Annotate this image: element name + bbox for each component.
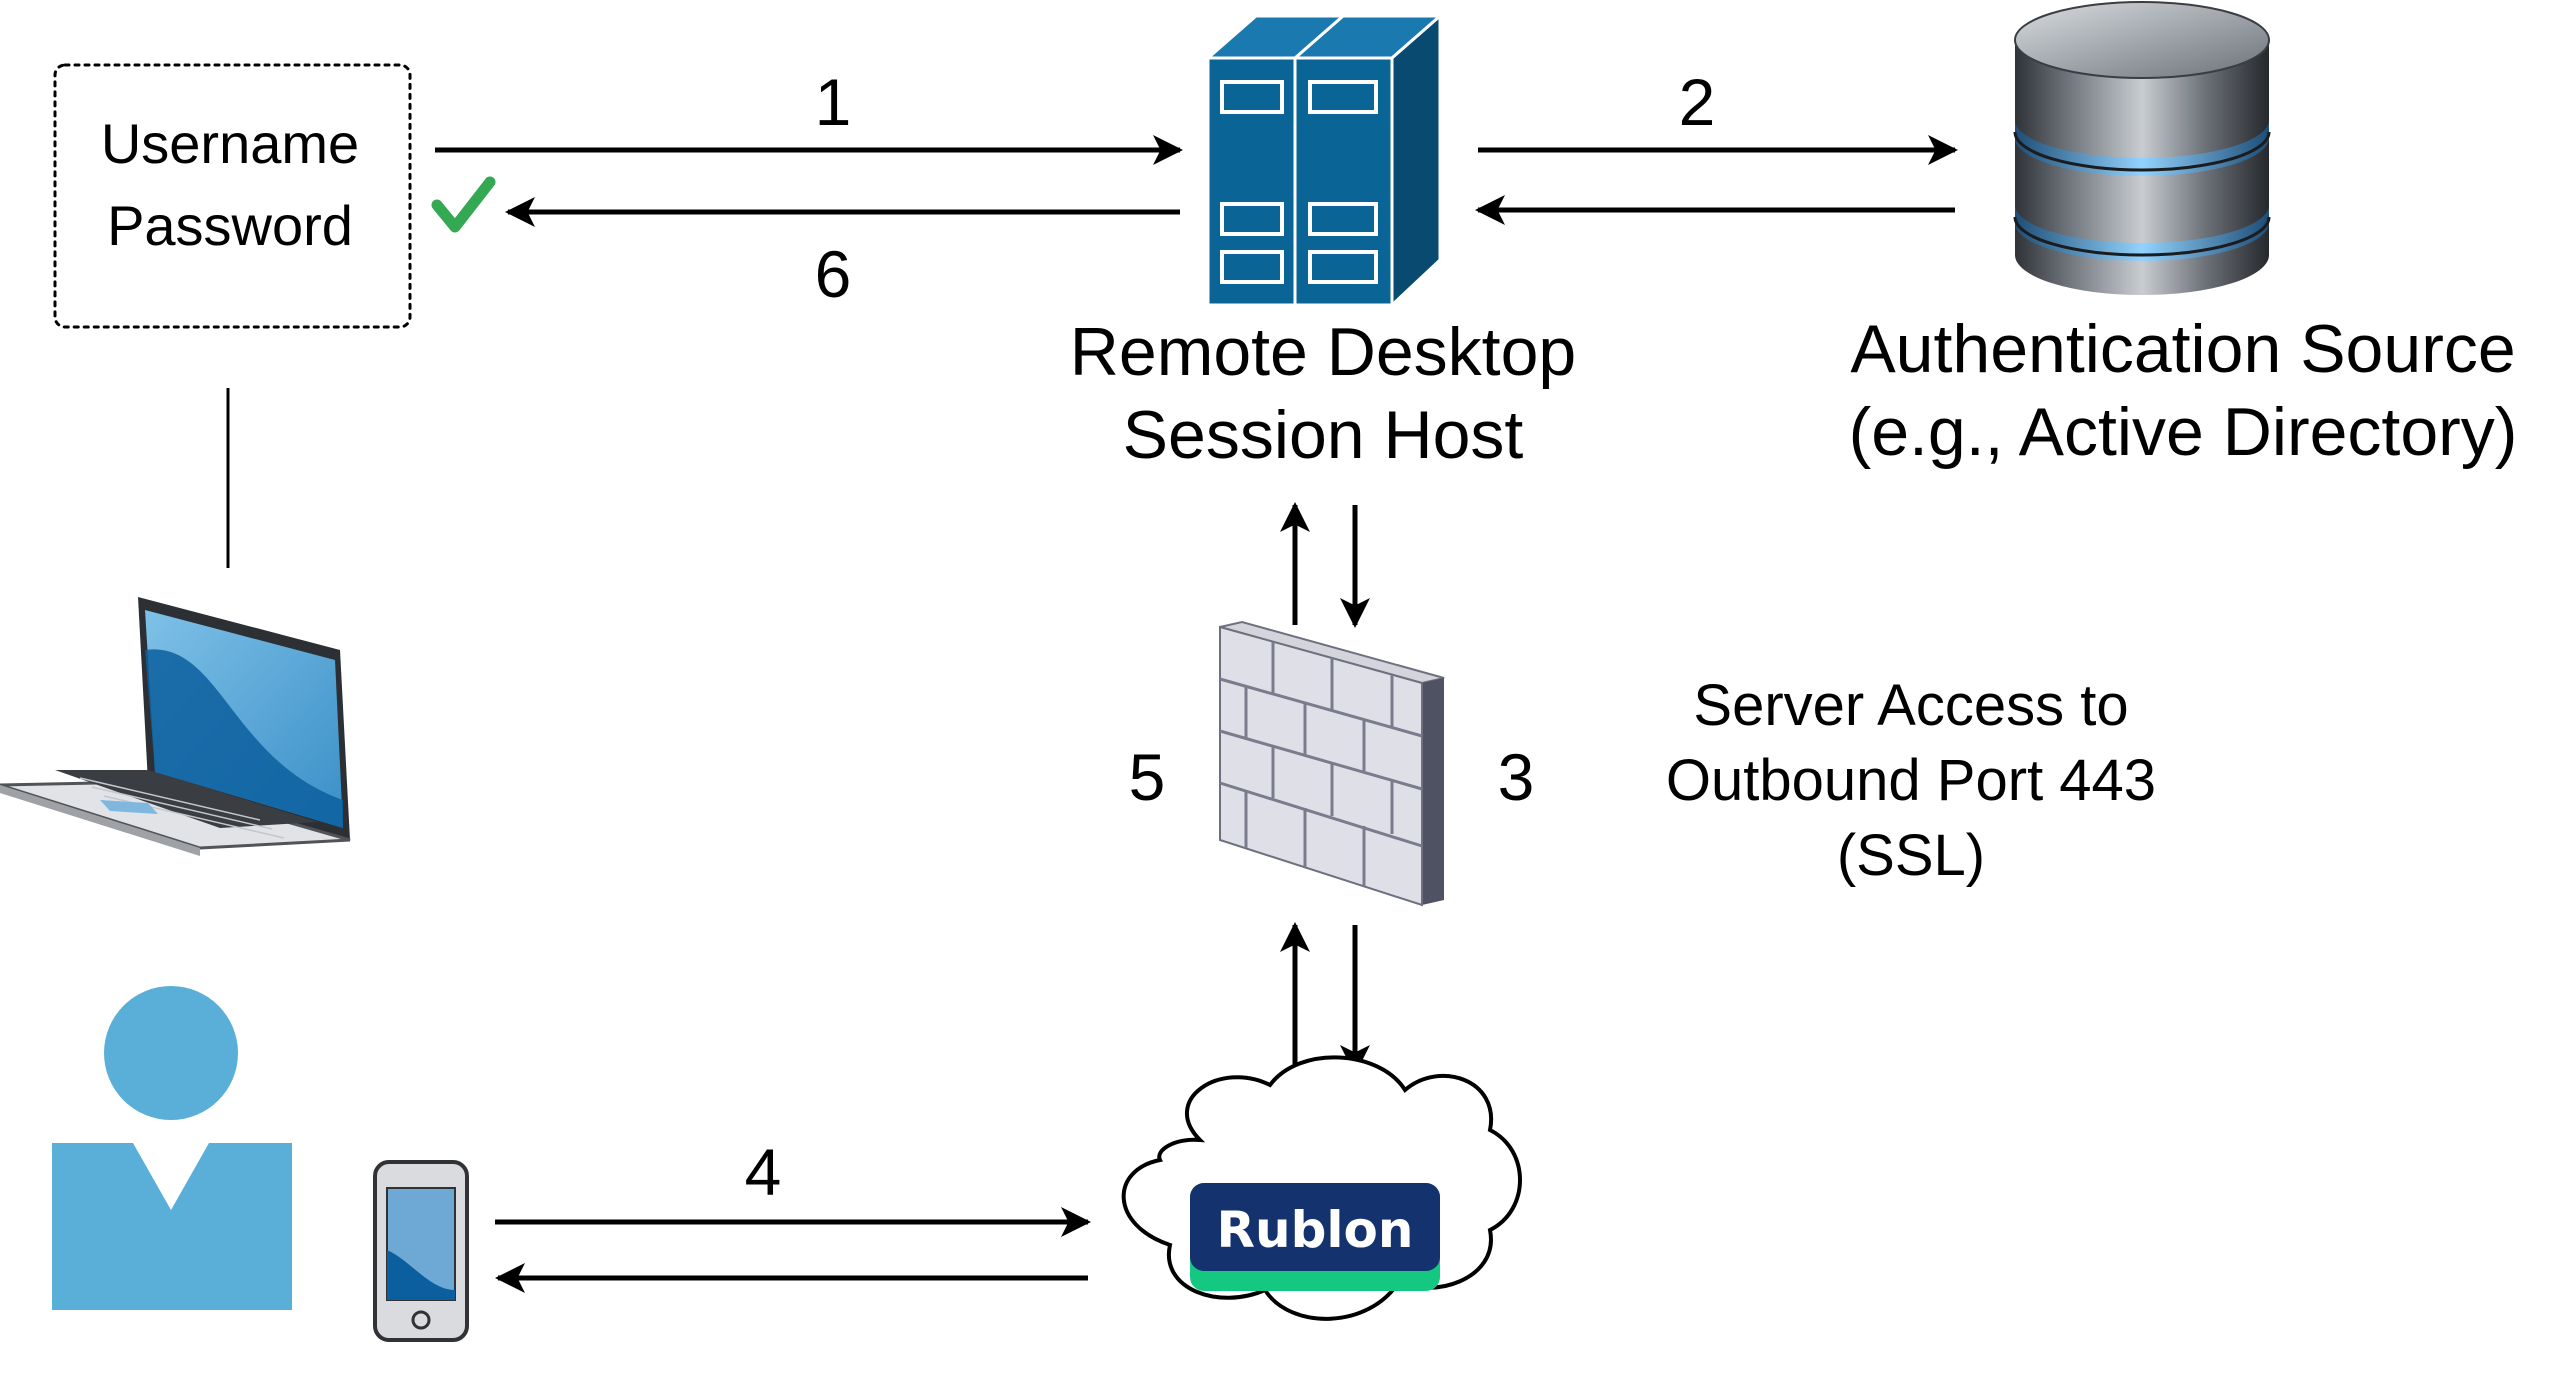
auth-source-label-line1: Authentication Source <box>1850 311 2515 387</box>
step-6-label: 6 <box>815 237 852 311</box>
checkmark-icon <box>431 176 496 233</box>
password-label: Password <box>107 194 353 257</box>
user-icon <box>52 986 292 1310</box>
username-label: Username <box>101 112 359 175</box>
step-5-label: 5 <box>1129 740 1166 814</box>
laptop-icon <box>0 597 351 856</box>
auth-source-label-line2: (e.g., Active Directory) <box>1849 394 2518 470</box>
server-icon <box>1204 12 1444 309</box>
rublon-logo: Rublon <box>1190 1183 1440 1291</box>
step-1-label: 1 <box>815 65 852 139</box>
firewall-note-line3: (SSL) <box>1837 823 1985 888</box>
rublon-logo-text: Rublon <box>1217 1201 1414 1259</box>
step-3-label: 3 <box>1498 740 1535 814</box>
session-host-label-line2: Session Host <box>1123 397 1524 473</box>
step-2-label: 2 <box>1679 65 1716 139</box>
session-host-label-line1: Remote Desktop <box>1070 314 1576 390</box>
phone-icon <box>373 1160 469 1342</box>
firewall-note-line1: Server Access to <box>1693 673 2128 738</box>
firewall-icon <box>1219 620 1445 907</box>
step-4-label: 4 <box>745 1135 782 1209</box>
credentials-box: Username Password <box>53 63 412 329</box>
database-icon <box>2013 1 2271 295</box>
firewall-note-line2: Outbound Port 443 <box>1666 748 2156 813</box>
